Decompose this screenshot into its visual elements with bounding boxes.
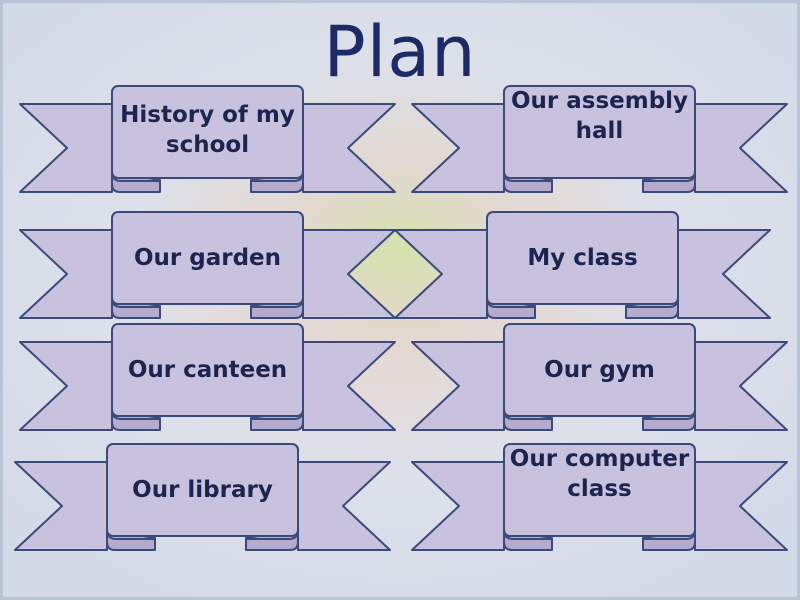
banner-our-garden: Our garden: [19, 210, 396, 320]
ribbon-banner-shape: [411, 85, 788, 193]
banner-label: Our canteen: [127, 357, 288, 383]
slide-title: Plan: [323, 11, 477, 93]
banner-label: Our gym: [544, 357, 655, 383]
ribbon-banner-shape: [411, 443, 788, 551]
ribbon-banner-shape: [394, 211, 771, 319]
banner-history-of-my-school: History of my school: [19, 84, 396, 194]
banner-our-assembly-hall: Our assembly hall: [411, 84, 788, 194]
banner-label: Our assembly hall: [510, 88, 689, 144]
banner-label: Our library: [132, 477, 273, 503]
banner-our-gym: Our gym: [411, 322, 788, 432]
ribbon-banner-shape: [411, 323, 788, 431]
ribbon-banner-shape: [14, 443, 391, 551]
banner-label: Our garden: [133, 245, 282, 271]
banner-label: My class: [527, 245, 638, 271]
banner-my-class: My class: [394, 210, 771, 320]
banner-label: History of my school: [120, 102, 295, 158]
banner-label: Our computer class: [509, 446, 690, 502]
ribbon-banner-shape: [19, 211, 396, 319]
banner-our-canteen: Our canteen: [19, 322, 396, 432]
ribbon-banner-shape: [19, 85, 396, 193]
banner-our-library: Our library: [14, 442, 391, 552]
banner-our-computer-class: Our computer class: [411, 442, 788, 552]
ribbon-banner-shape: [19, 323, 396, 431]
